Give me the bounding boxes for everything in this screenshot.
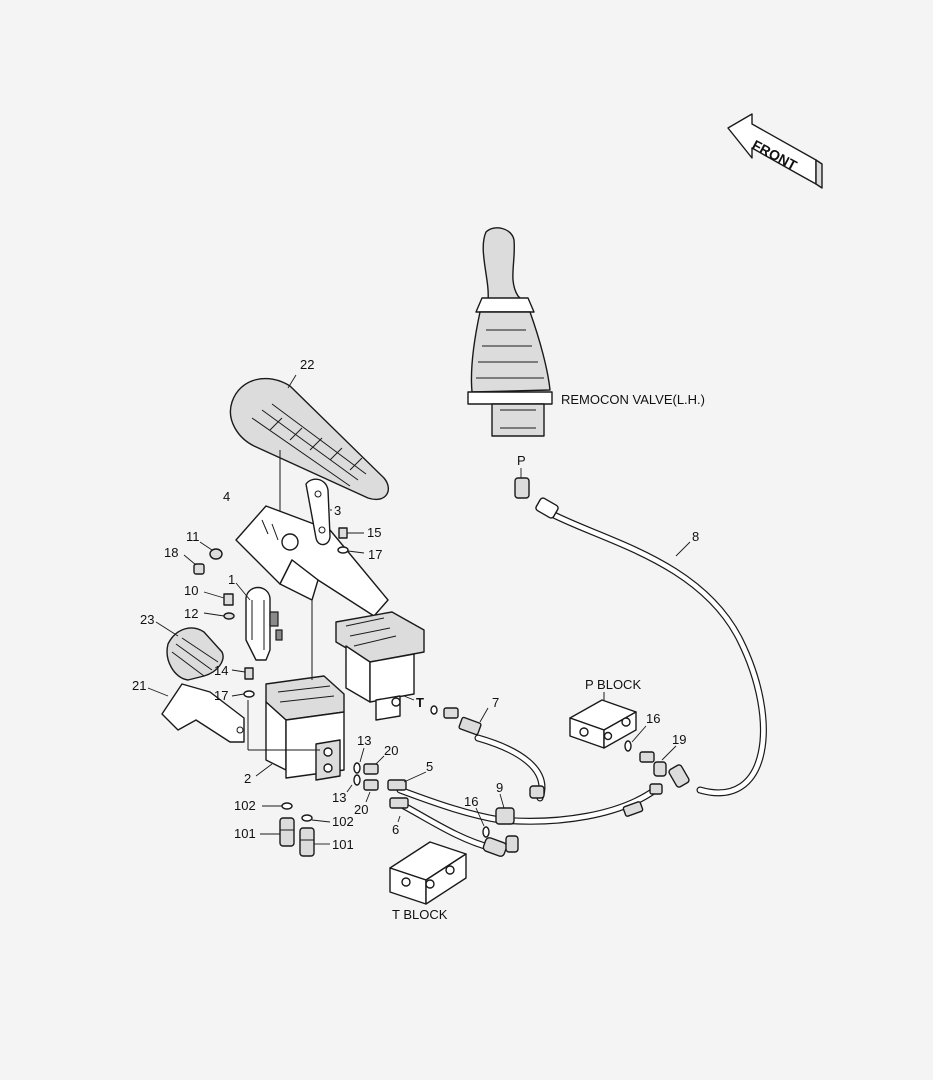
callout-7: 7 [492, 695, 499, 710]
callout-102-right: 102 [332, 814, 354, 829]
pedal-valve-2 [265, 675, 345, 781]
filter-101-right [299, 827, 315, 857]
callout-20-top: 20 [384, 743, 398, 758]
fitting-5-6 [387, 779, 409, 809]
o-ring-13-top [353, 762, 361, 774]
bolt-10 [223, 593, 234, 606]
o-ring-102-left [281, 802, 293, 810]
o-ring-13-bottom [353, 774, 361, 786]
callout-18: 18 [164, 545, 178, 560]
callout-5: 5 [426, 759, 433, 774]
callout-17-top: 17 [368, 547, 382, 562]
washer-16-tblock [482, 826, 490, 838]
fitting-20-bottom [363, 779, 379, 791]
callout-4: 4 [223, 489, 230, 504]
callout-13-bottom: 13 [332, 790, 346, 805]
callout-1: 1 [228, 572, 235, 587]
fitting-20-top [363, 763, 379, 775]
hose-5-mid-fitting [622, 801, 644, 817]
t-block [389, 841, 467, 905]
p-block-label: P BLOCK [585, 677, 641, 692]
filter-101-left [279, 817, 295, 847]
callout-15: 15 [367, 525, 381, 540]
elbow-fitting-tblock [482, 835, 519, 857]
callout-17-bottom: 17 [214, 688, 228, 703]
callout-101-right: 101 [332, 837, 354, 852]
callout-8: 8 [692, 529, 699, 544]
callout-16-pblock: 16 [646, 711, 660, 726]
hose-8-end-fitting [649, 764, 690, 795]
callout-13-top: 13 [357, 733, 371, 748]
washer-11 [209, 548, 223, 560]
callout-3: 3 [334, 503, 341, 518]
remocon-valve [467, 227, 553, 437]
callout-11: 11 [186, 529, 200, 544]
bracket-4 [235, 505, 389, 617]
t-port-fittings [430, 705, 482, 736]
callout-19: 19 [672, 732, 686, 747]
pedal-23 [166, 627, 224, 681]
bolt-15 [338, 527, 348, 539]
washer-17-top [337, 546, 349, 554]
t-block-label: T BLOCK [392, 907, 448, 922]
callout-10: 10 [184, 583, 198, 598]
bolt-18 [193, 563, 205, 575]
callout-2: 2 [244, 771, 251, 786]
hose-5-6 [396, 786, 659, 852]
washer-17-bottom [243, 690, 255, 698]
washer-16-pblock [624, 740, 632, 752]
callout-14: 14 [214, 663, 228, 678]
callout-20-bottom: 20 [354, 802, 368, 817]
plate-3 [305, 478, 331, 546]
port-p-label: P [517, 453, 526, 468]
callout-102-left: 102 [234, 798, 256, 813]
remocon-valve-label: REMOCON VALVE(L.H.) [561, 392, 705, 407]
front-arrow-icon: FRONT [727, 113, 823, 189]
hose-8 [544, 508, 767, 797]
port-t-label: T [416, 695, 424, 710]
callout-12: 12 [184, 606, 198, 621]
bolt-14 [244, 667, 254, 680]
callout-23: 23 [140, 612, 154, 627]
callout-21: 21 [132, 678, 146, 693]
fitting-19 [639, 751, 667, 777]
washer-12 [223, 612, 235, 620]
pedal-valve-upper [335, 611, 425, 721]
fitting-9 [495, 785, 545, 825]
bracket-21 [161, 683, 245, 743]
p-block [569, 699, 637, 749]
callout-22: 22 [300, 357, 314, 372]
callout-9: 9 [496, 780, 503, 795]
callout-101-left: 101 [234, 826, 256, 841]
callout-16-tblock: 16 [464, 794, 478, 809]
pedal-22 [229, 377, 389, 501]
o-ring-102-right [301, 814, 313, 822]
p-fitting [514, 477, 559, 519]
callout-6: 6 [392, 822, 399, 837]
bracket-1 [245, 586, 283, 661]
